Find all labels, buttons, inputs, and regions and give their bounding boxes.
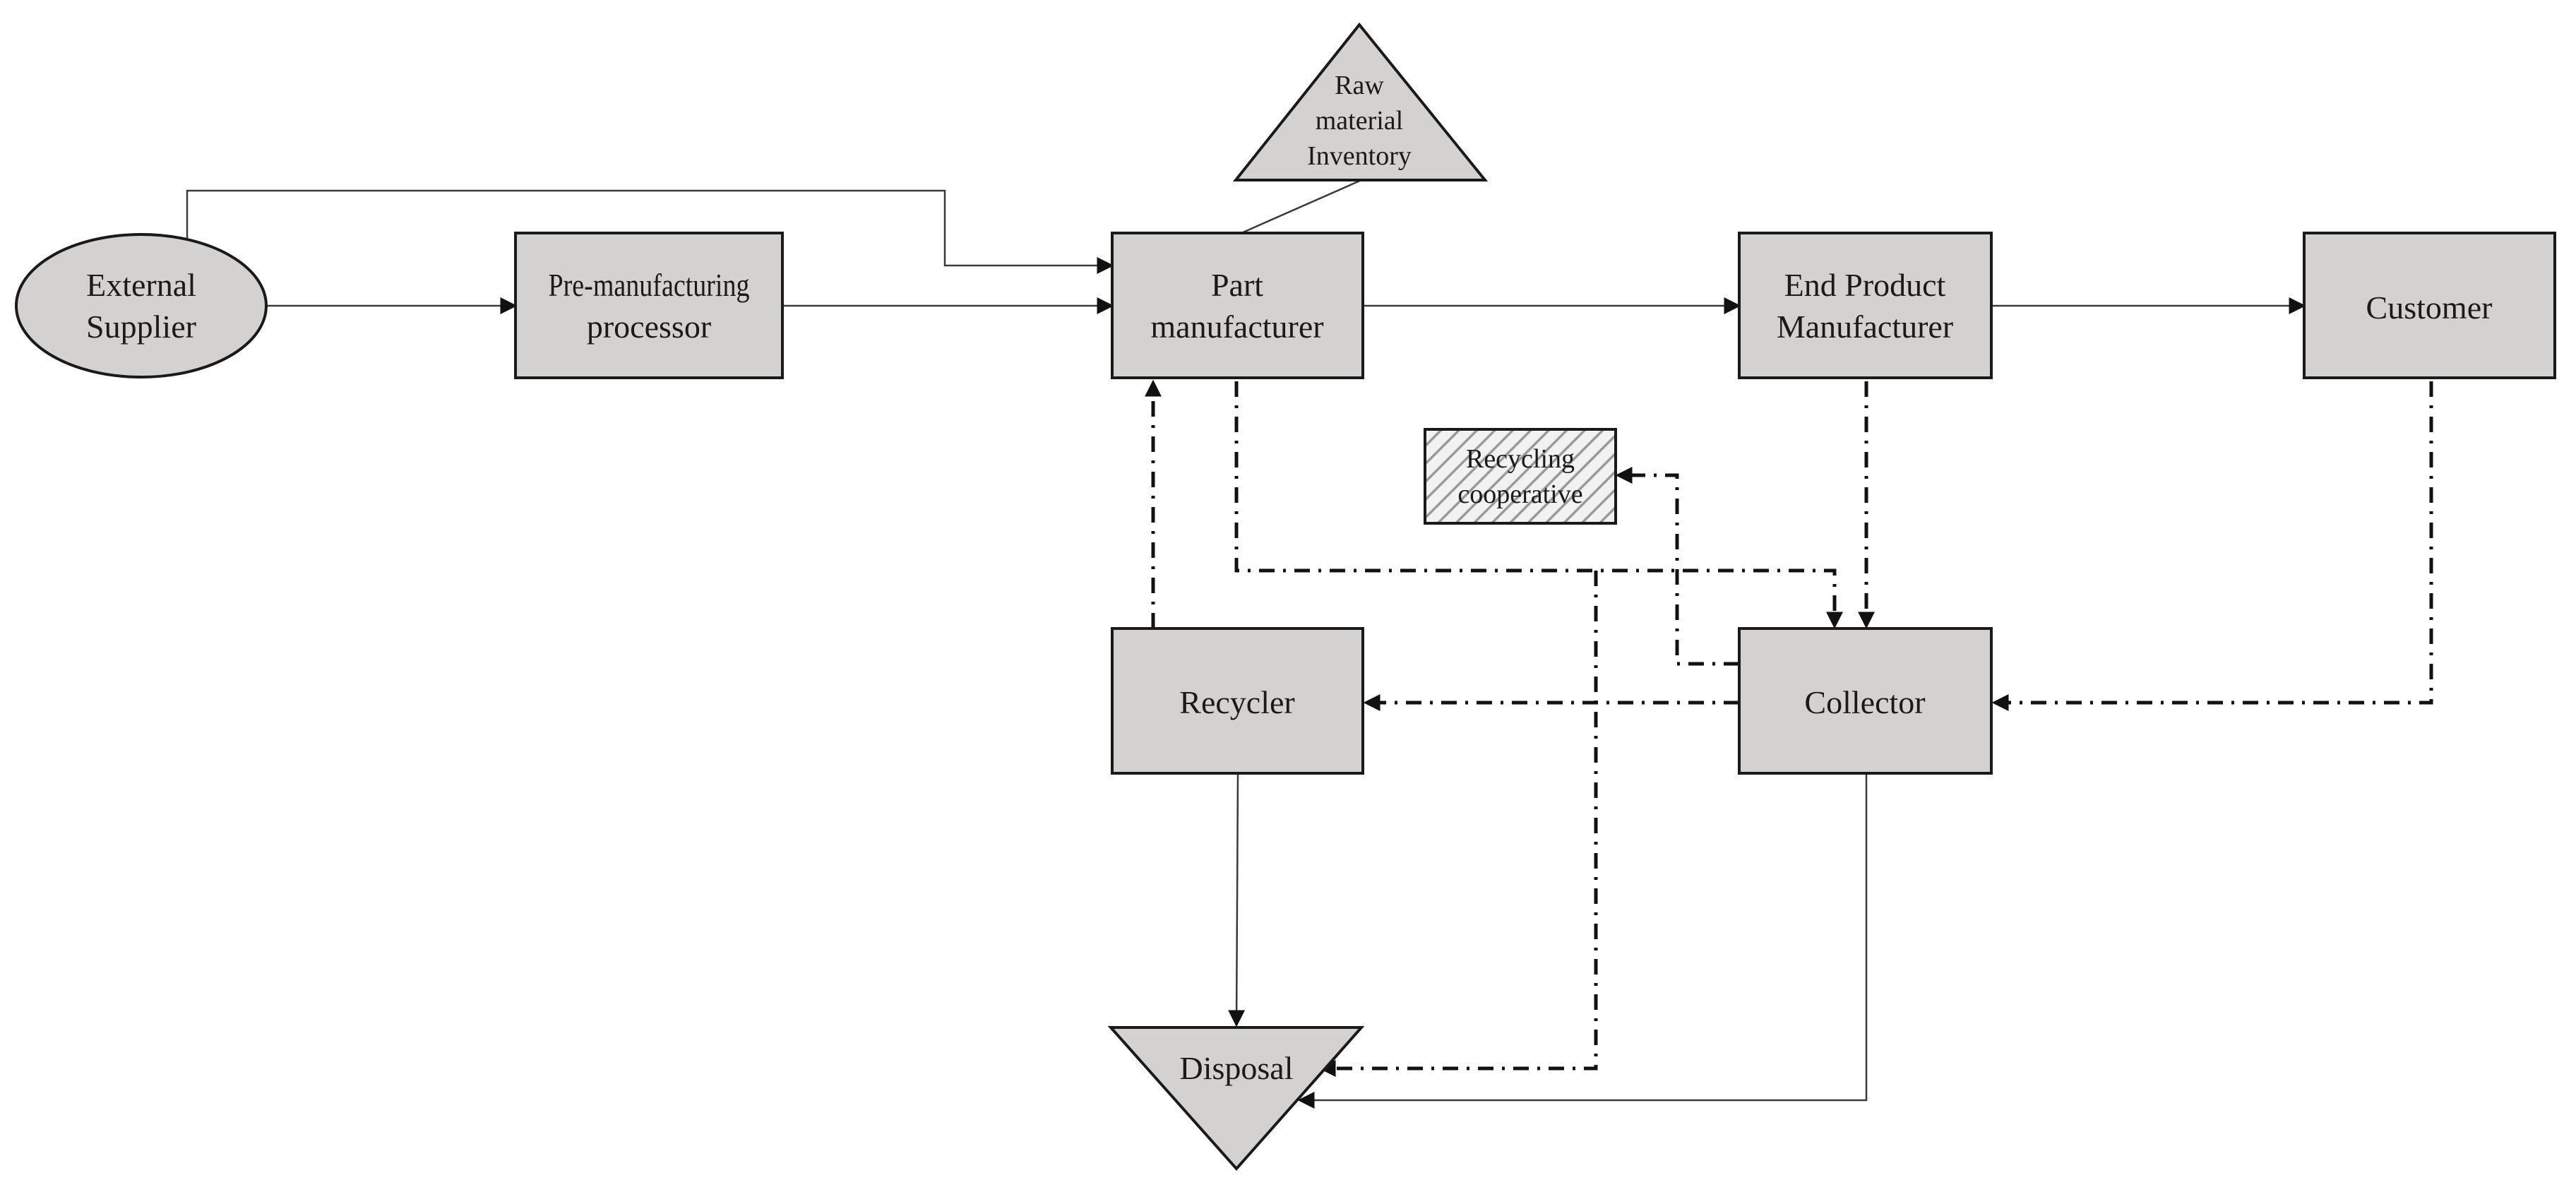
raw-material-inventory-node: Raw material Inventory: [1232, 22, 1489, 181]
flow-supplier-to-part-manufacturer: [186, 189, 1114, 274]
flow-collector-to-recycling-cooperative: [1615, 467, 1739, 666]
end-product-manufacturer-label-line1: End Product: [1784, 267, 1946, 303]
flow-to-disposal: [1318, 571, 1598, 1077]
link-inventory-to-part-manufacturer: [1241, 179, 1362, 234]
recycling-cooperative-node: Recycling cooperative: [1424, 428, 1617, 525]
pre-manufacturing-processor-label-line2: processor: [587, 309, 711, 345]
recycling-cooperative-label-line2: cooperative: [1457, 479, 1582, 509]
flow-collector-to-disposal: [1297, 773, 1868, 1109]
part-manufacturer-label-line1: Part: [1211, 267, 1263, 303]
external-supplier-label-line1: External: [86, 267, 196, 303]
end-product-manufacturer-label-line2: Manufacturer: [1777, 309, 1953, 345]
external-supplier-label-line2: Supplier: [86, 309, 196, 345]
end-product-manufacturer-node: End Product Manufacturer: [1738, 232, 1993, 379]
raw-material-inventory-label-line2: material: [1316, 106, 1403, 136]
part-manufacturer-label-line2: manufacturer: [1150, 309, 1323, 345]
flow-recycler-to-disposal: [1228, 773, 1246, 1027]
recycler-label: Recycler: [1179, 684, 1294, 720]
collector-label: Collector: [1804, 684, 1925, 720]
pre-manufacturing-processor-label-line1: Pre-manufacturing: [549, 267, 750, 303]
disposal-label: Disposal: [1180, 1050, 1294, 1086]
disposal-node: Disposal: [1107, 1026, 1365, 1172]
flow-part-manufacturer-to-collector: [1234, 381, 1843, 629]
recycler-node: Recycler: [1111, 627, 1364, 775]
flow-customer-to-collector: [1991, 381, 2433, 711]
raw-material-inventory-label-line1: Raw: [1335, 71, 1384, 100]
customer-label: Customer: [2366, 290, 2493, 326]
raw-material-inventory-label-line3: Inventory: [1307, 141, 1412, 171]
part-manufacturer-node: Part manufacturer: [1111, 232, 1364, 379]
customer-node: Customer: [2303, 232, 2556, 379]
external-supplier-node: External Supplier: [15, 233, 268, 379]
pre-manufacturing-processor-node: Pre-manufacturing processor: [514, 232, 784, 379]
collector-node: Collector: [1738, 627, 1993, 775]
recycling-cooperative-label-line1: Recycling: [1466, 444, 1575, 474]
